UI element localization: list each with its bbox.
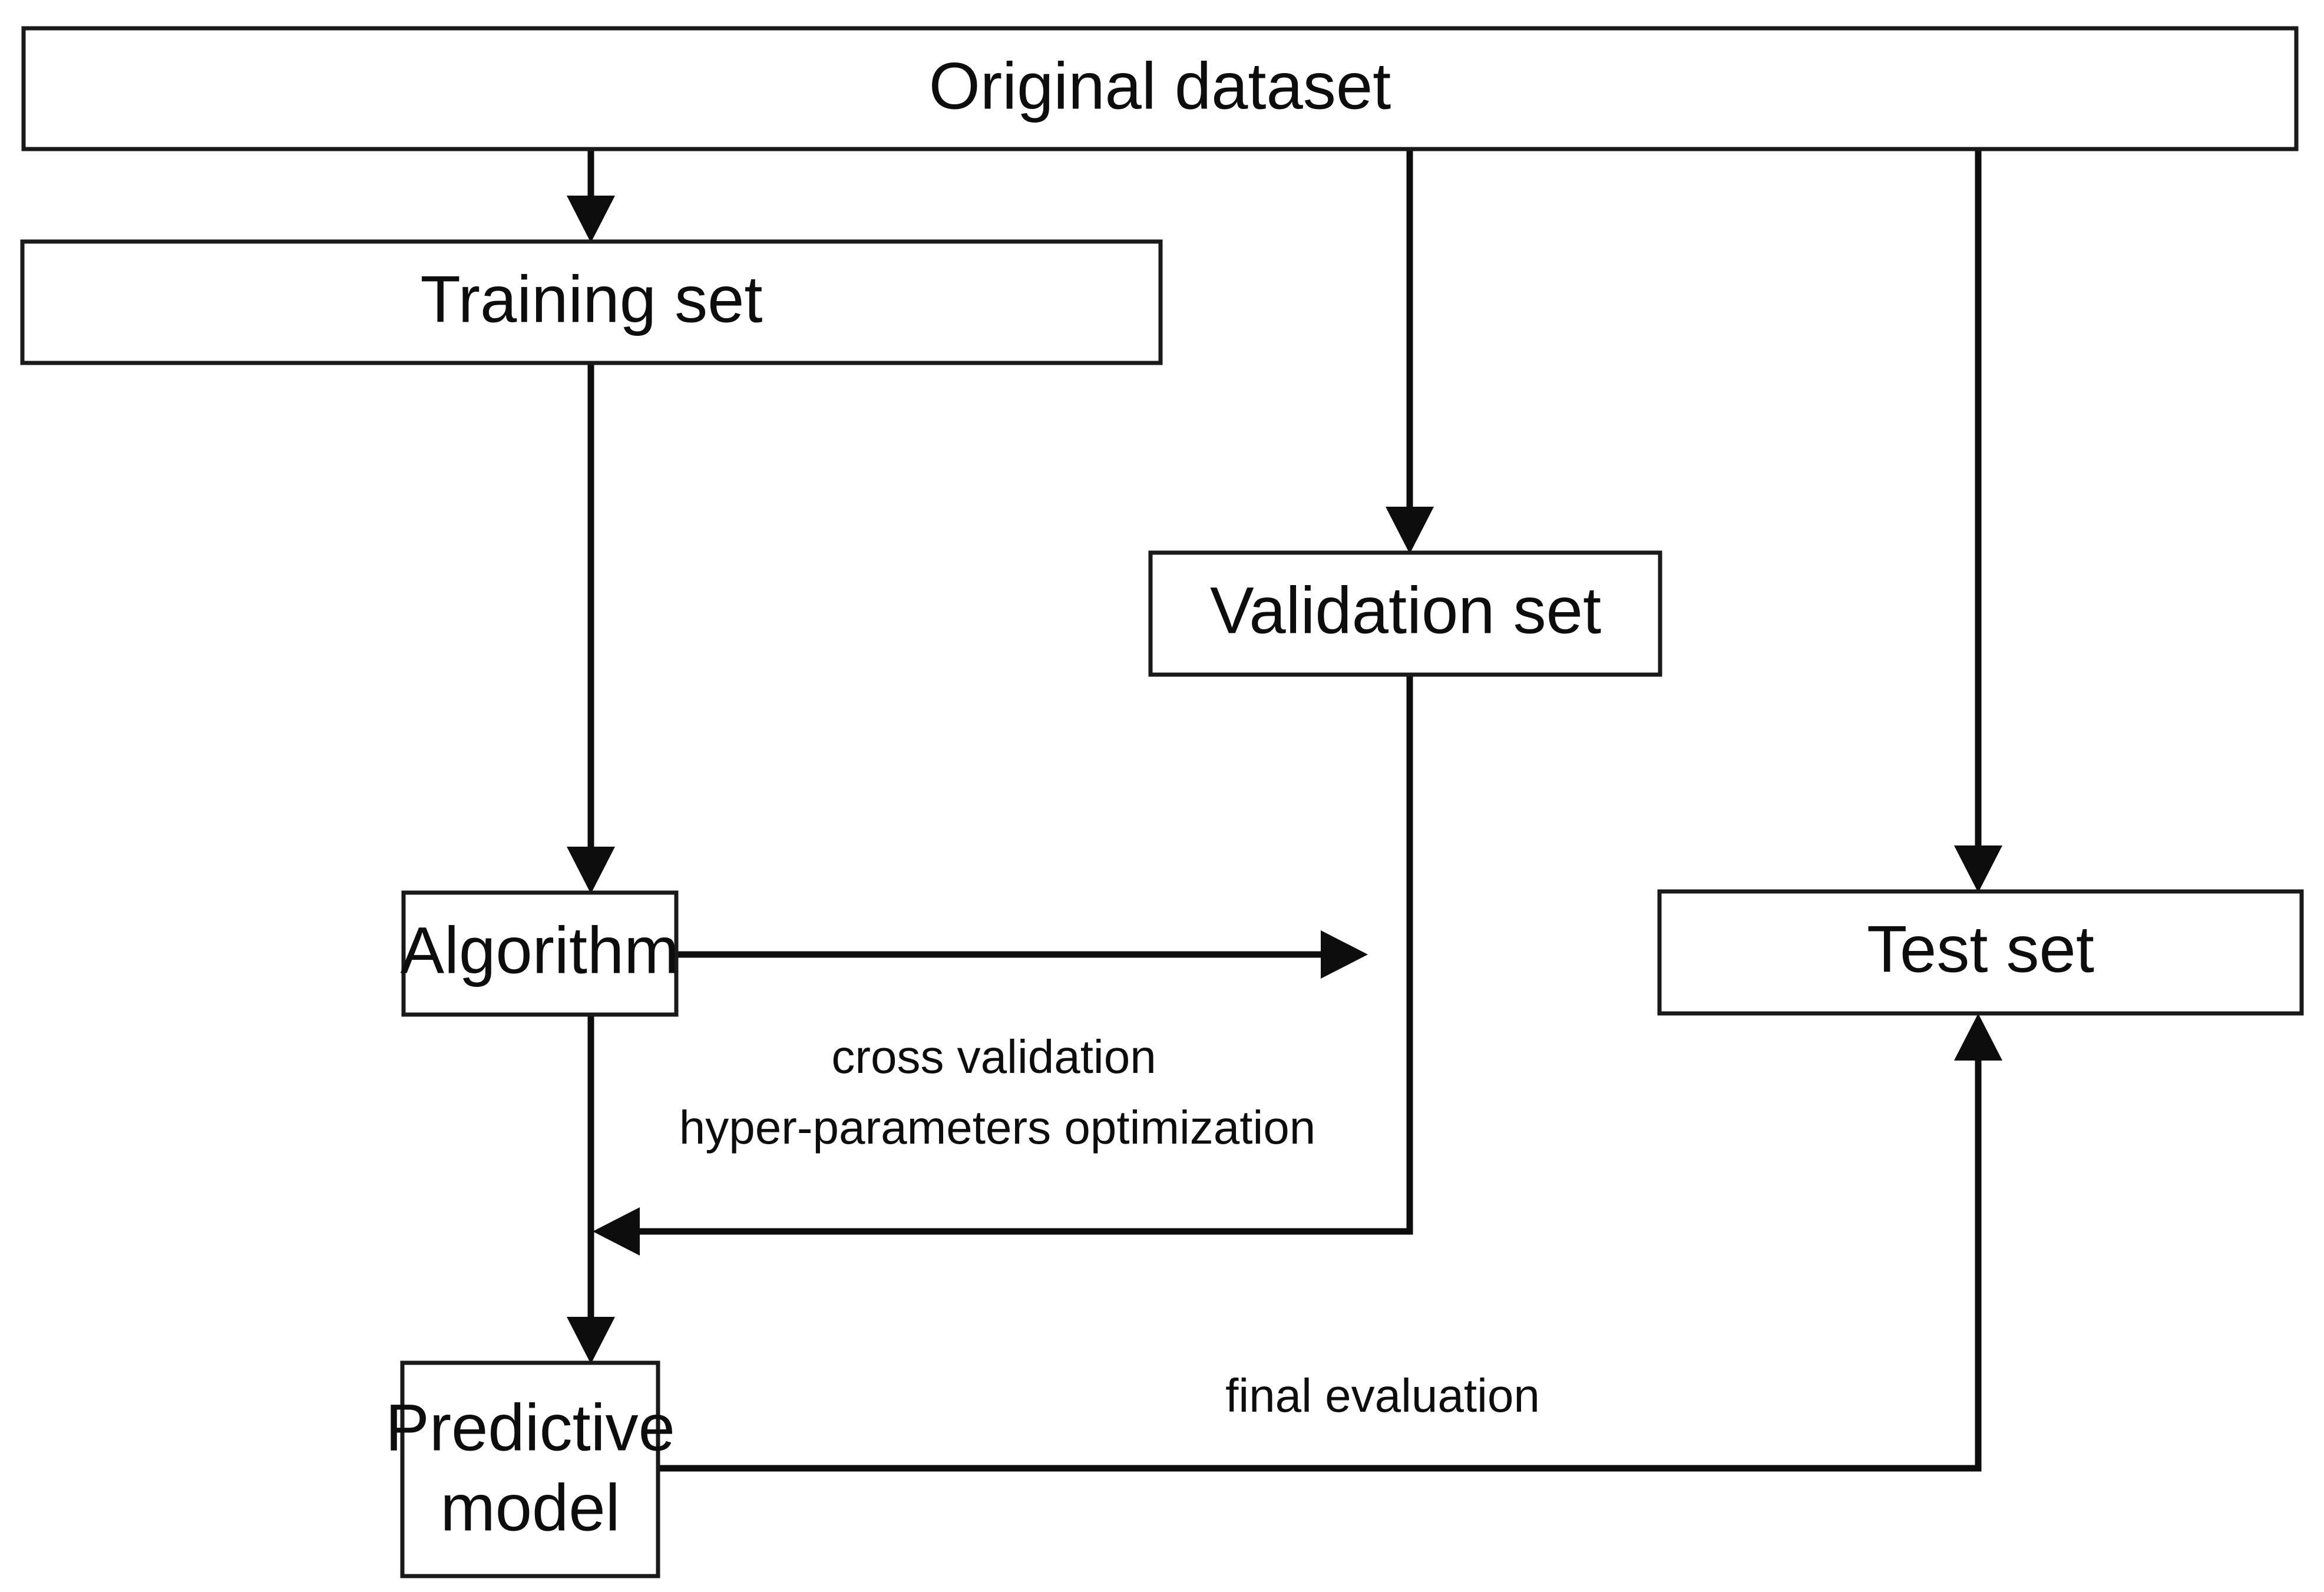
edge-predictive-model-to-test-set <box>658 1013 2002 1472</box>
original-dataset-label: Original dataset <box>929 49 1391 123</box>
edge-algorithm-to-predictive-model <box>567 1015 615 1364</box>
arrow-down-icon <box>1386 507 1434 554</box>
edge-validation-feedback-to-algorithm <box>593 675 1413 1256</box>
edge-original-to-test <box>1954 149 2002 893</box>
edge-training-to-algorithm <box>567 363 615 894</box>
arrow-right-icon <box>1321 930 1368 979</box>
algorithm-label: Algorithm <box>400 914 679 987</box>
predictive-model-label-line1: Predictive <box>385 1391 675 1465</box>
node-original-dataset[interactable]: Original dataset <box>21 26 2299 151</box>
arrow-down-icon <box>567 1317 615 1364</box>
predictive-model-box[interactable] <box>400 1360 660 1578</box>
arrow-down-icon <box>567 847 615 894</box>
validation-set-box[interactable] <box>1148 550 1662 677</box>
algorithm-box[interactable] <box>401 890 679 1017</box>
edge-label-final-evaluation: final evaluation <box>1225 1369 1540 1422</box>
node-training-set[interactable]: Training set <box>20 239 1163 365</box>
edge-label-hyper-parameters-optimization: hyper-parameters optimization <box>679 1101 1315 1154</box>
training-set-label: Training set <box>421 263 763 336</box>
edge-label-cross-validation: cross validation <box>831 1030 1156 1083</box>
original-dataset-box[interactable] <box>21 26 2299 151</box>
predictive-model-label-line2: model <box>440 1471 620 1545</box>
arrow-down-icon <box>1954 845 2002 893</box>
training-set-box[interactable] <box>20 239 1163 365</box>
validation-set-label: Validation set <box>1210 574 1601 648</box>
test-set-label: Test set <box>1867 913 2094 986</box>
edge-algorithm-to-validation-channel <box>676 930 1368 979</box>
arrow-left-icon <box>593 1207 640 1256</box>
node-test-set[interactable]: Test set <box>1657 889 2304 1016</box>
arrow-down-icon <box>567 196 615 243</box>
node-predictive-model[interactable]: Predictive model <box>385 1360 675 1578</box>
edge-original-to-validation <box>1386 149 1434 554</box>
arrow-up-icon <box>1954 1013 2002 1061</box>
edge-original-to-training <box>567 149 615 243</box>
test-set-box[interactable] <box>1657 889 2304 1016</box>
node-algorithm[interactable]: Algorithm <box>400 890 679 1017</box>
node-validation-set[interactable]: Validation set <box>1148 550 1662 677</box>
